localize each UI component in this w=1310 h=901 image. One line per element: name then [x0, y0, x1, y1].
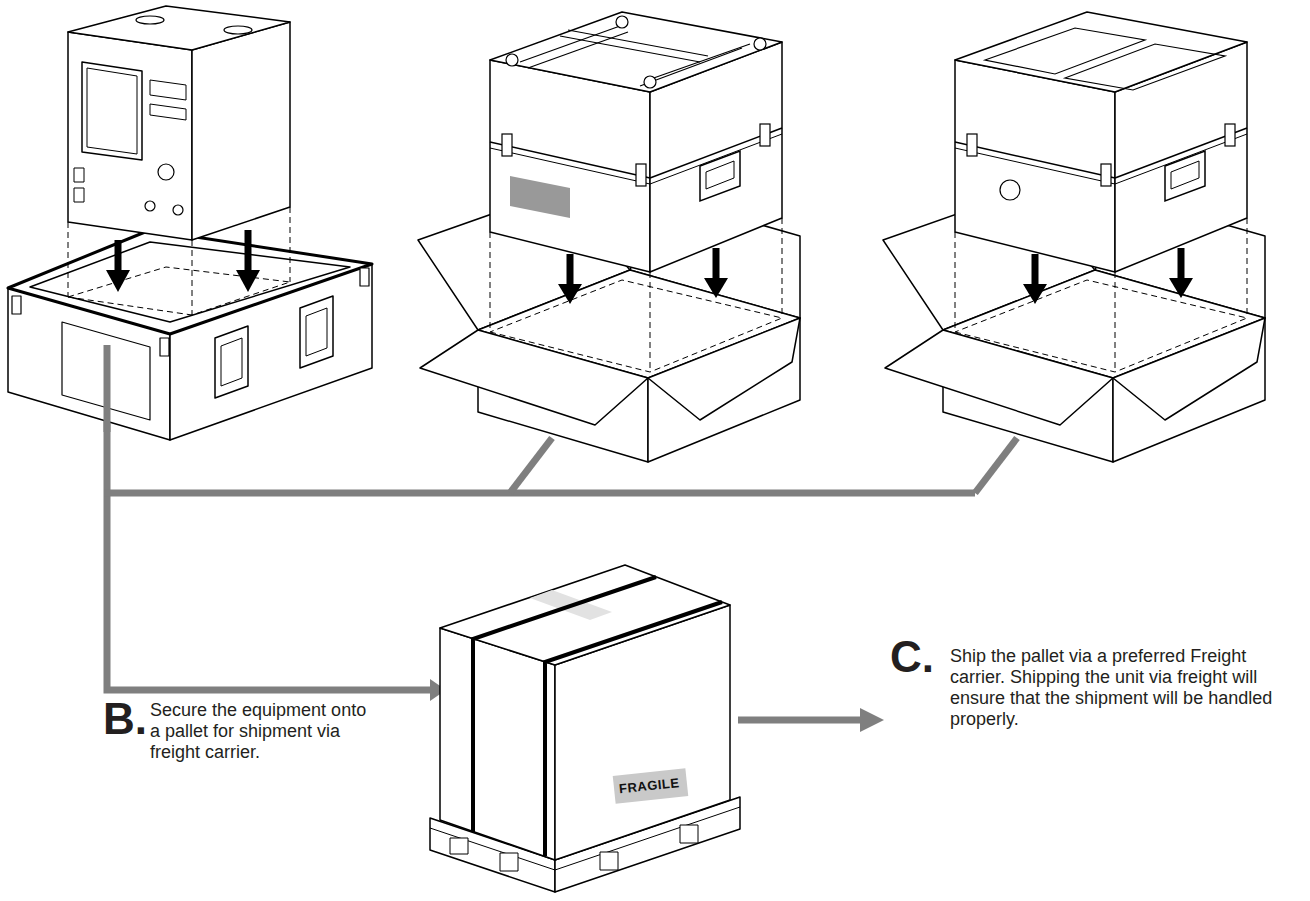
step-description: Secure the equipment onto a pallet for s… — [150, 700, 378, 763]
step-letter: C. — [890, 632, 934, 682]
step-letter: B. — [103, 694, 147, 744]
step-description: Ship the pallet via a preferred Freight … — [950, 646, 1295, 730]
label-text: FRAGILE — [618, 775, 682, 797]
